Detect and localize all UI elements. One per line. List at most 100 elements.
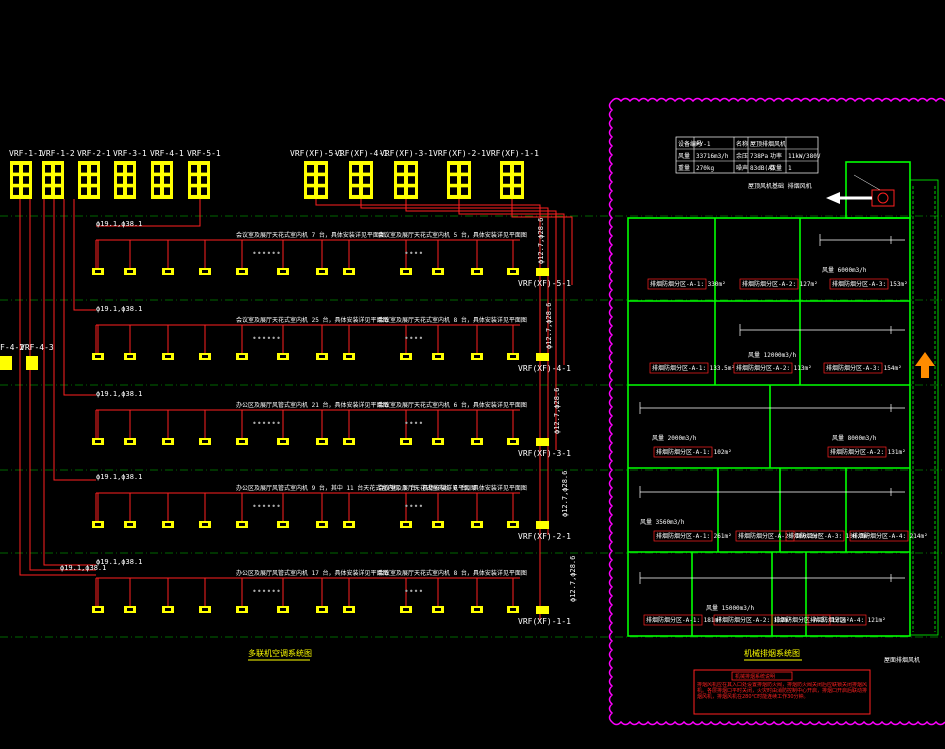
zone-label-box-9: [735, 530, 795, 542]
fan-table-cell-1-1: 33716m3/h: [696, 153, 729, 160]
ellipsis-right-3: ••••: [404, 502, 423, 511]
outdoor-unit-label-right-3: VRF(XF)-2-1: [433, 149, 486, 158]
floor-trunk-label-2: ϕ19.1,ϕ38.1: [96, 390, 142, 398]
outdoor-unit-right-4-vent: [503, 176, 510, 184]
duct-note-3: 风量 8000m3/h: [832, 435, 877, 442]
outdoor-unit-right-3-vent: [461, 187, 468, 195]
duct-note-0: 风量 6000m3/h: [822, 267, 867, 274]
outdoor-unit-right-4-vent: [503, 165, 510, 173]
outdoor-unit-right-1: [349, 161, 373, 199]
indoor-unit-vent-4-1: [127, 608, 133, 611]
outdoor-unit-left-2-vent: [91, 165, 97, 173]
zone-label-14: 排烟防烟分区-A-3: 121m²: [774, 616, 850, 624]
duct-note-4: 风量 3560m3/h: [640, 519, 685, 526]
outdoor-unit-right-2-vent: [408, 165, 415, 173]
outdoor-unit-right-4-vent: [503, 187, 510, 195]
revision-cloud-boundary: [608, 97, 945, 726]
indoor-unit-vent-1-1: [127, 355, 133, 358]
outdoor-unit-right-4-vent: [514, 176, 521, 184]
outdoor-unit-left-5-vent: [201, 176, 207, 184]
zone-label-8: 排烟防烟分区-A-1: 261m²: [656, 532, 732, 540]
indoor-unit-vent-3-8: [403, 523, 409, 526]
outdoor-unit-left-3-vent: [127, 165, 133, 173]
trunk-pipe-5: [73, 199, 96, 311]
zone-label-box-8: [653, 530, 713, 542]
indoor-unit-vent-2-10: [474, 440, 480, 443]
zone-label-4: 排烟防烟分区-A-2: 113m²: [736, 364, 812, 372]
fan-leader: [853, 174, 881, 191]
duct-note-1: 风量 12000m3/h: [748, 352, 797, 359]
red-note-text: 排烟风机应在其入口处设置排烟防火阀，排烟防火阀关闭后应联锁关闭排烟风机。各层排烟…: [697, 682, 867, 700]
floor-branch-label-1: VRF(XF)-4-1: [518, 364, 571, 373]
outdoor-unit-right-4-vent: [514, 187, 521, 195]
zone-label-6: 排烟防烟分区-A-1: 102m²: [656, 448, 732, 456]
zone-label-15: 排烟防烟分区-A-4: 121m²: [810, 616, 886, 624]
refrigerant-trunk-piping: [19, 199, 573, 620]
zone-label-10: 排烟防烟分区-A-3: 100.3m²: [788, 532, 871, 540]
indoor-unit-vent-4-6: [319, 608, 325, 611]
indoor-unit-vent-2-1: [127, 440, 133, 443]
floor-note-right-2: 会议室及展厅天花式室内机 6 台，具体安装详见平面图: [378, 401, 527, 409]
indoor-unit-vent-1-9: [435, 355, 441, 358]
floor-branch-label-3: VRF(XF)-2-1: [518, 532, 571, 541]
floor-trunk-label-4: ϕ19.1,ϕ38.1: [96, 558, 142, 566]
fan-table-cell-2-4: 数量: [770, 164, 782, 172]
outdoor-unit-left-2-vent: [91, 176, 97, 184]
outdoor-unit-left-4-vent: [164, 187, 170, 195]
outdoor-unit-right-1-vent: [352, 176, 359, 184]
trunk-pipe-2: [43, 199, 96, 566]
floor-pipe-label-4: ϕ12.7,ϕ28.6: [569, 556, 577, 602]
floor-trunk-label-3: ϕ19.1,ϕ38.1: [96, 473, 142, 481]
outdoor-unit-right-3-vent: [461, 165, 468, 173]
indoor-unit-vent-4-7: [346, 608, 352, 611]
indoor-unit-vent-3-7: [346, 523, 352, 526]
outdoor-unit-right-2-vent: [397, 187, 404, 195]
outdoor-unit-left-5-vent: [191, 187, 197, 195]
extra-trunk-label: ϕ19.1,ϕ38.1: [60, 564, 106, 572]
zone-label-2: 排烟防烟分区-A-3: 153m²: [832, 280, 908, 288]
indoor-unit-vent-1-0: [95, 355, 101, 358]
outdoor-unit-right-0-vent: [307, 165, 314, 173]
ellipsis-left-4: ••••••: [252, 587, 281, 596]
indoor-unit-vent-3-3: [202, 523, 208, 526]
branch-end-unit-3: [536, 521, 549, 529]
trunk-pipe-11: [511, 199, 573, 285]
indoor-unit-vent-0-8: [403, 270, 409, 273]
outdoor-unit-left-4-vent: [164, 176, 170, 184]
zone-label-box-15: [807, 614, 867, 626]
outdoor-unit-left-2-vent: [81, 165, 87, 173]
indoor-unit-vent-1-3: [202, 355, 208, 358]
trunk-pipe-0: [19, 199, 96, 576]
zone-label-0: 排烟防烟分区-A-1: 330m²: [650, 280, 726, 288]
indoor-unit-vent-4-2: [165, 608, 171, 611]
indoor-unit-vent-1-4: [239, 355, 245, 358]
zone-label-box-14: [771, 614, 831, 626]
outdoor-unit-right-0-vent: [318, 187, 325, 195]
floor-branch-3: 办公区及展厅风管式室内机 9 台，其中 11 台天花式室内机 3 台，具体安装详…: [92, 471, 571, 541]
zone-label-box-10: [785, 530, 845, 542]
indoor-unit-vent-2-5: [280, 440, 286, 443]
ellipsis-left-3: ••••••: [252, 502, 281, 511]
outdoor-unit-left-3-vent: [117, 176, 123, 184]
zone-label-5: 排烟防烟分区-A-3: 154m²: [826, 364, 902, 372]
outdoor-unit-left-0: [10, 161, 32, 199]
duct-note-2: 风量 2000m3/h: [652, 435, 697, 442]
zone-label-box-6: [653, 446, 713, 458]
left-edge-unit: [0, 356, 12, 370]
outdoor-unit-left-0-vent: [13, 165, 19, 173]
indoor-unit-vent-0-10: [474, 270, 480, 273]
outdoor-unit-label-right-4: VRF(XF)-1-1: [486, 149, 539, 158]
zone-label-box-2: [829, 278, 889, 290]
outdoor-unit-left-4-vent: [164, 165, 170, 173]
outdoor-unit-label-left-1: VRF-1-2: [41, 149, 75, 158]
trunk-pipe-8: [360, 199, 549, 535]
indoor-unit-vent-2-7: [346, 440, 352, 443]
outdoor-unit-right-2-vent: [397, 176, 404, 184]
zone-label-9: 排烟防烟分区-A-2: 100.3m²: [738, 532, 821, 540]
outdoor-unit-right-0-vent: [307, 187, 314, 195]
floor-trunk-label-0: ϕ19.1,ϕ38.1: [96, 220, 142, 228]
outdoor-unit-right-0-vent: [318, 165, 325, 173]
outdoor-unit-right-3-vent: [450, 187, 457, 195]
indoor-unit-vent-2-4: [239, 440, 245, 443]
